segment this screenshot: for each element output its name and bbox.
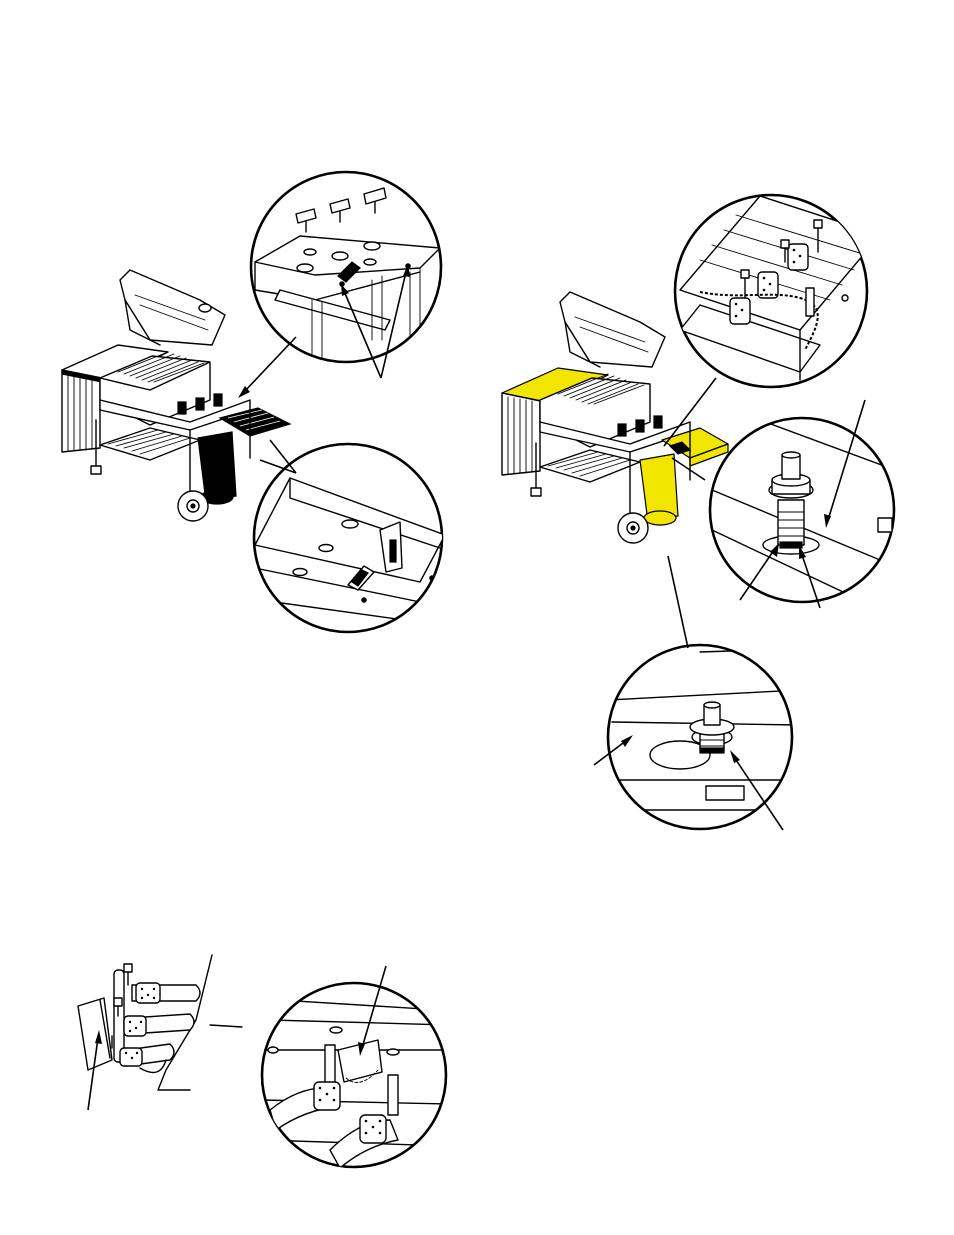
ignitor-wiring-detail (675, 195, 880, 387)
grill-cart-left (62, 270, 290, 521)
ignitor-button-nut-detail (608, 645, 800, 829)
burner-valves-detail (262, 983, 450, 1168)
ignitor-button-detail (710, 418, 895, 602)
control-panel-mounting-detail (254, 444, 445, 632)
burner-tubes-assembly (78, 955, 242, 1090)
control-knobs-detail (251, 172, 441, 362)
